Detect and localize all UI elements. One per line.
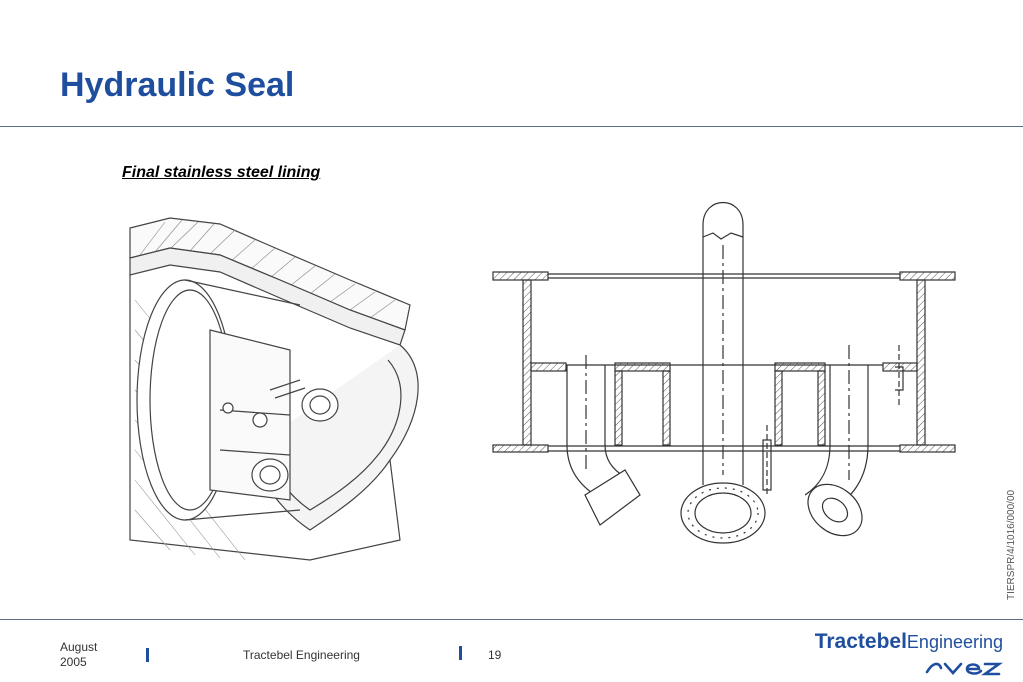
- slide-subtitle: Final stainless steel lining: [122, 164, 321, 181]
- footer-separator: [146, 648, 149, 662]
- logo-brand-light: Engineering: [906, 632, 1003, 652]
- isometric-seal-drawing: [129, 217, 419, 561]
- page-number: 19: [488, 648, 502, 662]
- footer-company: Tractebel Engineering: [243, 648, 360, 662]
- footer-date-month: August: [60, 640, 98, 654]
- document-code: TIERSPR/4/1016/000/00: [1006, 490, 1020, 600]
- footer-divider: [0, 619, 1023, 620]
- slide-title: Hydraulic Seal: [60, 66, 295, 104]
- section-view-drawing: [492, 201, 956, 544]
- company-logo: TractebelEngineering: [815, 630, 1011, 680]
- document-code-text: TIERSPR/4/1016/000/00: [1006, 489, 1017, 600]
- suez-logo-icon: [925, 662, 1003, 676]
- logo-brand-bold: Tractebel: [814, 630, 907, 653]
- footer-date: August 2005: [60, 640, 120, 670]
- footer-date-year: 2005: [60, 655, 87, 669]
- logo-wordmark: TractebelEngineering: [815, 630, 1003, 654]
- footer-separator: [459, 646, 462, 660]
- header-divider: [0, 126, 1023, 127]
